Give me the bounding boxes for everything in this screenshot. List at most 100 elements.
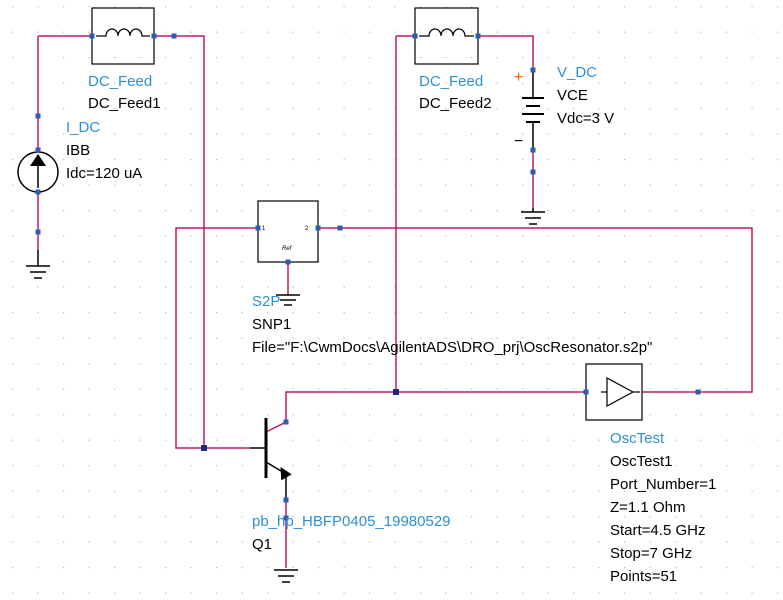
pin-marker[interactable] (35, 229, 41, 235)
grid-dot (318, 133, 320, 135)
grid-dot (190, 159, 192, 161)
grid-dot (343, 133, 345, 135)
s2p-block[interactable] (257, 200, 319, 263)
transistor-q1-symbol[interactable] (250, 418, 292, 500)
grid-dot (777, 363, 779, 365)
grid-dot (420, 108, 422, 110)
pin-marker[interactable] (530, 67, 536, 73)
grid-dot (114, 516, 116, 518)
grid-dot (496, 490, 498, 492)
pin-marker[interactable] (283, 515, 289, 521)
pin-marker[interactable] (315, 225, 321, 231)
wire-collector[interactable] (265, 391, 586, 433)
grid-dot (216, 210, 218, 212)
wire-top-left[interactable] (38, 35, 205, 448)
grid-dot (292, 516, 294, 518)
dc-feed1-symbol[interactable] (91, 7, 155, 65)
grid-dot (726, 159, 728, 161)
grid-dot (726, 414, 728, 416)
grid-dot (445, 414, 447, 416)
pin-marker[interactable] (530, 169, 536, 175)
grid-dot (12, 82, 14, 84)
pin-marker[interactable] (151, 33, 157, 39)
grid-dot (63, 184, 65, 186)
wire-junction[interactable] (201, 445, 207, 451)
pin-marker[interactable] (35, 113, 41, 119)
grid-dot (394, 159, 396, 161)
grid-dot (165, 210, 167, 212)
grid-dot (165, 286, 167, 288)
grid-dot (547, 57, 549, 59)
pin-marker[interactable] (412, 33, 418, 39)
ground-symbols (26, 208, 545, 583)
grid-dot (420, 159, 422, 161)
grid-dot (37, 541, 39, 543)
grid-dot (496, 57, 498, 59)
grid-dot (63, 592, 65, 594)
pin-marker[interactable] (35, 147, 41, 153)
grid-dot (777, 286, 779, 288)
grid-dot (496, 363, 498, 365)
grid-dot (190, 286, 192, 288)
grid-dot (318, 57, 320, 59)
grid-dot (318, 490, 320, 492)
pin-marker[interactable] (171, 33, 177, 39)
grid-dot (190, 414, 192, 416)
grid-dot (216, 541, 218, 543)
grid-dot (496, 439, 498, 441)
grid-dot (190, 133, 192, 135)
grid-dot (522, 516, 524, 518)
grid-dot (369, 337, 371, 339)
grid-dot (445, 159, 447, 161)
wire-feedback-loop[interactable] (175, 227, 258, 449)
grid-dot (241, 567, 243, 569)
grid-dot (318, 31, 320, 33)
s2p-type: S2P (252, 293, 280, 310)
pin-marker[interactable] (89, 33, 95, 39)
osctest-symbol[interactable] (585, 363, 698, 421)
grid-dot (547, 567, 549, 569)
pin-marker[interactable] (583, 389, 589, 395)
grid-dot (547, 184, 549, 186)
pin-marker[interactable] (35, 189, 41, 195)
grid-dot (777, 465, 779, 467)
pin-marker[interactable] (283, 497, 289, 503)
grid-dot (318, 541, 320, 543)
grid-dot (369, 490, 371, 492)
grid-dot (88, 312, 90, 314)
pin-marker[interactable] (530, 147, 536, 153)
wire-junction[interactable] (393, 389, 399, 395)
grid-dot (445, 363, 447, 365)
grid-dot (394, 57, 396, 59)
grid-dot (165, 592, 167, 594)
grid-dot (369, 57, 371, 59)
grid-dot (139, 567, 141, 569)
grid-dot (496, 286, 498, 288)
grid-dot (12, 108, 14, 110)
pin-marker[interactable] (285, 259, 291, 265)
osctest-param-port-number: Port_Number=1 (610, 476, 716, 493)
grid-dot (624, 312, 626, 314)
grid-dot (267, 286, 269, 288)
wire-top-right[interactable] (396, 35, 534, 70)
pin-marker[interactable] (695, 389, 701, 395)
grid-dot (726, 465, 728, 467)
grid-dot (88, 592, 90, 594)
pin-marker[interactable] (283, 419, 289, 425)
wire-s2p-right[interactable] (318, 227, 753, 393)
pin-marker[interactable] (337, 225, 343, 231)
grid-dot (88, 184, 90, 186)
idc-source-symbol[interactable] (17, 151, 59, 193)
grid-dot (496, 108, 498, 110)
grid-dot (496, 133, 498, 135)
grid-dot (547, 82, 549, 84)
grid-dot (88, 439, 90, 441)
grid-dot (369, 567, 371, 569)
grid-dot (12, 57, 14, 59)
grid-dot (624, 133, 626, 135)
vdc-source-symbol[interactable] (522, 70, 544, 150)
pin-marker[interactable] (255, 225, 261, 231)
dc-feed2-symbol[interactable] (414, 7, 479, 65)
pin-marker[interactable] (475, 33, 481, 39)
